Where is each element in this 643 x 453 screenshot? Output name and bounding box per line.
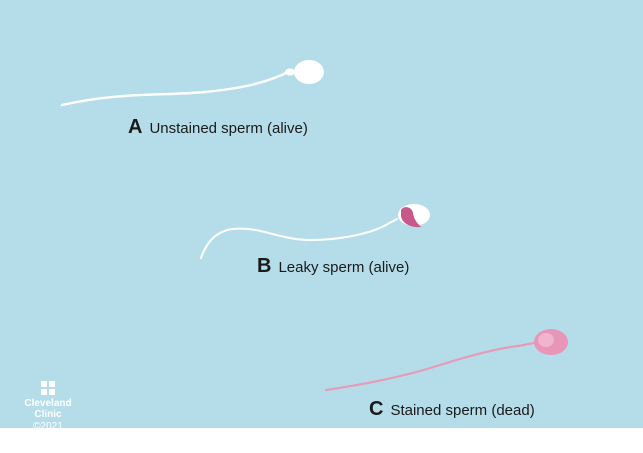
label-c-text: Stained sperm (dead) (390, 402, 534, 419)
label-a: A Unstained sperm (alive) (128, 116, 308, 139)
logo-line-1: Cleveland (24, 398, 71, 409)
diagram-panel: A Unstained sperm (alive) B Leaky sperm … (0, 0, 643, 428)
cleveland-clinic-cross-icon (41, 381, 55, 395)
label-c-letter: C (369, 398, 383, 421)
sperm-a-tail (62, 71, 290, 105)
label-c: C Stained sperm (dead) (369, 398, 535, 421)
label-b: B Leaky sperm (alive) (257, 255, 409, 278)
sperm-illustration (0, 0, 643, 428)
logo-copyright: ©2021 (33, 420, 63, 428)
sperm-c-head-highlight (538, 333, 554, 347)
sperm-a-midpiece (285, 69, 295, 76)
sperm-b-tail (201, 219, 397, 258)
cleveland-clinic-logo: Cleveland Clinic ©2021 (26, 381, 70, 428)
sperm-a-unstained (62, 60, 324, 105)
sperm-c-tail (326, 343, 534, 390)
label-a-letter: A (128, 116, 142, 139)
sperm-c-stained (326, 329, 568, 390)
label-b-letter: B (257, 255, 271, 278)
sperm-b-leaky (201, 204, 430, 258)
label-a-text: Unstained sperm (alive) (149, 120, 307, 137)
logo-line-2: Clinic (34, 409, 61, 420)
label-b-text: Leaky sperm (alive) (278, 259, 409, 276)
sperm-a-head (294, 60, 324, 84)
